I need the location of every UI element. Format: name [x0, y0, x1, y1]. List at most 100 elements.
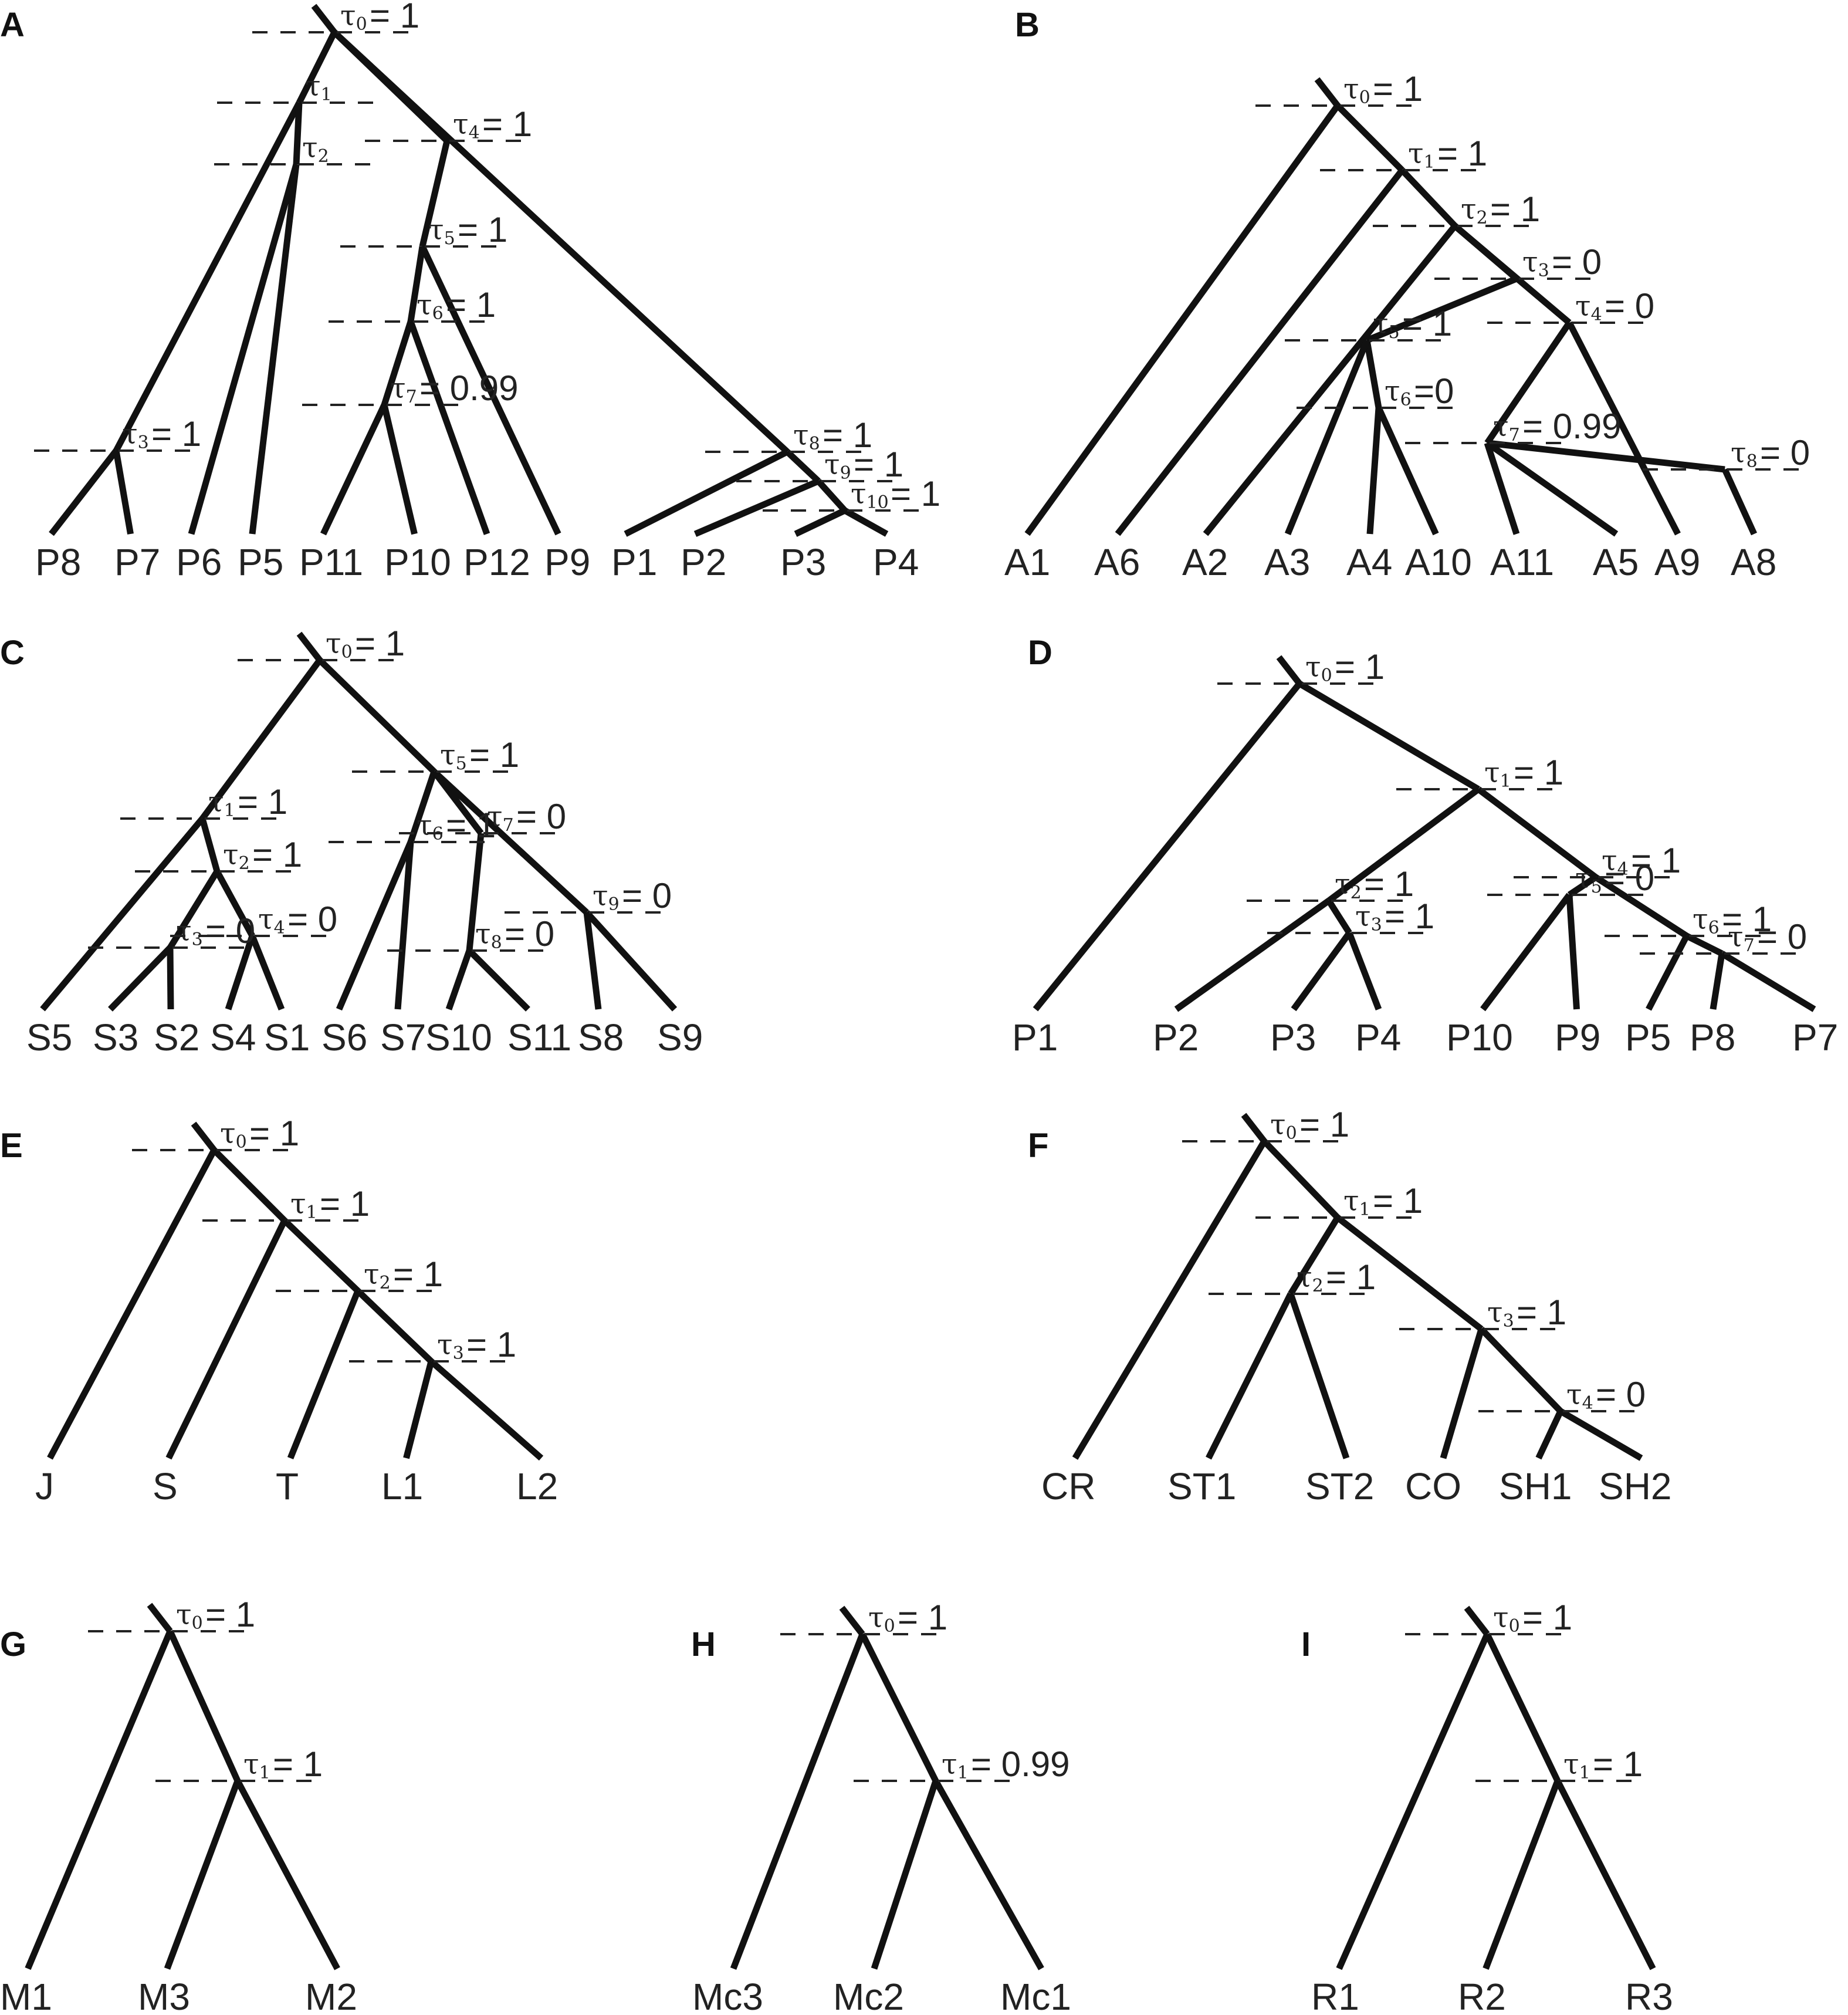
tip-label: Mc2	[833, 1976, 904, 2015]
node-support-label: τ8= 0	[387, 914, 554, 954]
support-value: =0	[1414, 371, 1454, 411]
tip-label: SH1	[1499, 1465, 1572, 1507]
tree-branch	[1485, 440, 1619, 537]
node-support-label: τ7= 0.99	[1405, 407, 1622, 446]
tip-label: P2	[681, 541, 726, 583]
node-support-label: τ0= 1	[132, 1114, 299, 1153]
tip-label: A10	[1405, 541, 1472, 583]
support-value: = 1	[393, 1255, 443, 1294]
root-branch	[311, 4, 337, 35]
tau-index: 1	[1579, 1763, 1590, 1783]
node-support-label: τ1= 0.99	[854, 1744, 1070, 1784]
node-support-label: τ9= 1	[736, 445, 903, 484]
tip-label: M2	[305, 1976, 357, 2015]
support-value: = 1	[898, 1598, 947, 1637]
panel-label: E	[0, 1127, 23, 1165]
tree-branch	[1174, 898, 1331, 1012]
tau-index: 4	[274, 918, 285, 938]
tree-branch	[583, 912, 602, 1010]
support-value: = 0.99	[419, 368, 519, 408]
tau-index: 0	[356, 14, 367, 35]
tree-branch	[407, 246, 426, 322]
root-branch	[839, 1605, 865, 1637]
tree-branch	[1287, 1293, 1350, 1459]
tip-label: S	[153, 1465, 178, 1507]
tip-label: P12	[463, 541, 530, 583]
tip-label: P11	[299, 541, 363, 583]
tip-label: L2	[516, 1465, 558, 1507]
tree-branch	[871, 1780, 939, 1970]
tau-symbol: τ3	[1355, 900, 1382, 935]
tip-label: R1	[1311, 1976, 1359, 2015]
tip-label: J	[35, 1465, 54, 1507]
tree-branch	[1685, 933, 1724, 956]
tree-branch	[1326, 786, 1481, 904]
tree-branch	[108, 945, 172, 1012]
node-support-label: τ5= 1	[340, 210, 507, 249]
tree-branch	[1335, 1215, 1484, 1332]
tau-index: 2	[318, 146, 329, 167]
tau-index: 6	[432, 303, 444, 324]
tree-branch	[407, 320, 490, 535]
tree-branch	[1203, 224, 1458, 536]
tip-label: A1	[1004, 541, 1050, 583]
tau-index: 2	[1351, 883, 1362, 903]
tip-label: R3	[1625, 1976, 1673, 2015]
tau-index: 1	[259, 1763, 270, 1783]
tau-symbol: τ1	[243, 1748, 270, 1783]
tree-branch	[188, 163, 300, 535]
tree-branch	[287, 1289, 361, 1460]
tau-symbol: τ2	[1297, 1261, 1324, 1296]
tree-branch	[1484, 1632, 1561, 1783]
tree-branch	[381, 320, 414, 406]
tree-branch	[466, 833, 485, 951]
tau-symbol: τ0	[868, 1601, 895, 1637]
root-branch	[1464, 1605, 1490, 1637]
node-support-label: τ1= 1	[120, 782, 287, 821]
node-support-label: τ0= 1	[238, 624, 405, 663]
tau-symbol: τ5	[1575, 862, 1602, 897]
support-value: = 1	[151, 414, 201, 454]
tip-label: P9	[1555, 1016, 1600, 1059]
tau-symbol: τ0	[340, 0, 367, 35]
tau-symbol: τ6	[417, 289, 444, 324]
support-value: = 0	[287, 900, 337, 939]
tau-symbol: τ0	[176, 1598, 203, 1634]
tree-branch	[235, 1779, 340, 1970]
support-value: = 1	[205, 1595, 255, 1634]
support-value: = 1	[249, 1114, 299, 1153]
tree-branch	[1567, 874, 1598, 898]
support-value: = 1	[446, 806, 496, 845]
tip-label: A11	[1490, 541, 1554, 583]
tau-symbol: τ0	[220, 1117, 247, 1152]
tree-branch	[1033, 681, 1302, 1012]
node-support-label: τ0= 1	[1255, 69, 1423, 109]
tip-label: P8	[1690, 1016, 1735, 1059]
support-value: = 0	[1596, 1375, 1646, 1414]
support-value: = 1	[469, 735, 519, 775]
support-value: = 1	[1437, 134, 1487, 173]
support-value: = 1	[1335, 647, 1385, 687]
support-value: = 1	[466, 1325, 516, 1364]
tau-index: 0	[884, 1616, 895, 1637]
tree-branch	[794, 508, 847, 537]
tau-index: 2	[1477, 208, 1488, 228]
support-value: = 1	[1385, 897, 1434, 936]
panel-label: D	[1028, 634, 1052, 672]
tau-symbol: τ4	[1566, 1378, 1593, 1414]
tip-label: A6	[1094, 541, 1140, 583]
tree-branch	[249, 934, 285, 1011]
tau-index: 4	[1617, 859, 1629, 880]
tip-label: Mc3	[692, 1976, 763, 2015]
tree-branch	[1487, 439, 1725, 473]
tree-branch	[40, 816, 205, 1012]
panel-label: B	[1015, 6, 1040, 44]
tip-label: S5	[26, 1016, 72, 1059]
tau-index: 5	[1591, 877, 1602, 897]
support-value: = 0	[622, 876, 672, 915]
tau-index: 0	[1286, 1123, 1297, 1144]
tree-branch	[212, 1148, 287, 1223]
tree-branch	[199, 817, 221, 873]
tip-label: P2	[1153, 1016, 1199, 1059]
